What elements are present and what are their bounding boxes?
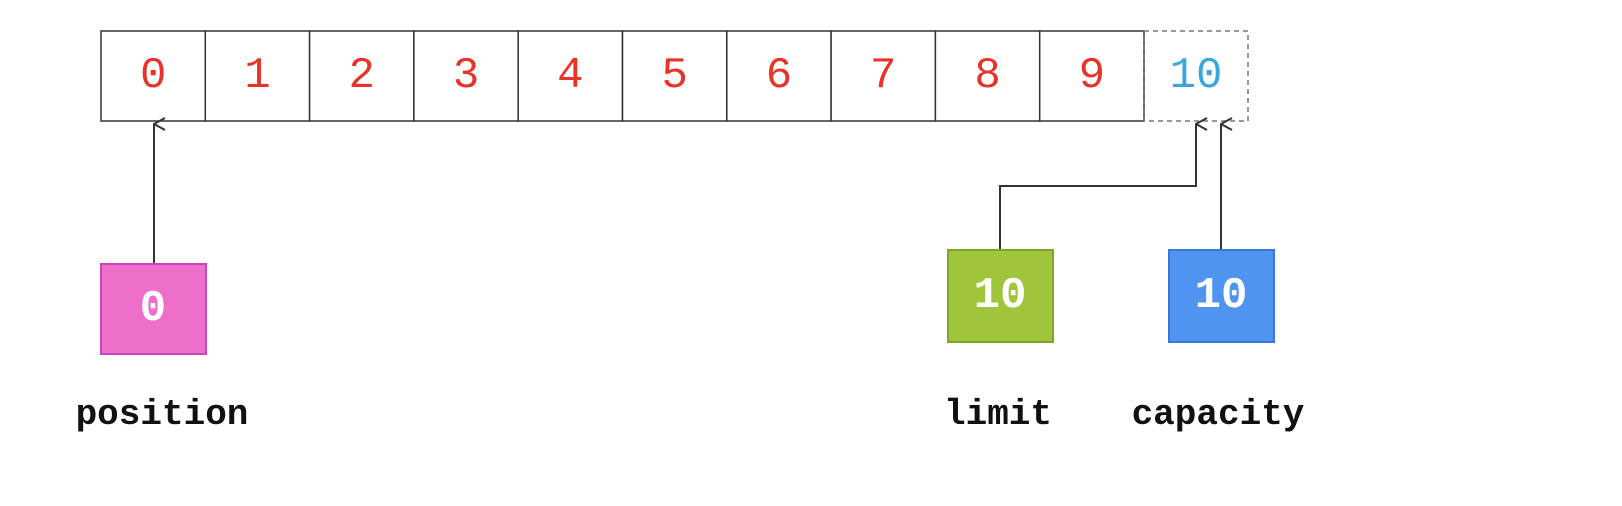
buffer-cell-label-4: 4 <box>557 51 583 101</box>
capacity-label: capacity <box>1132 394 1305 435</box>
buffer-cell-label-7: 7 <box>870 51 896 101</box>
limit-arrow <box>999 124 1196 250</box>
buffer-cell-8 <box>934 30 1041 122</box>
buffer-cell-label-3: 3 <box>453 51 479 101</box>
buffer-cell-1 <box>204 30 311 122</box>
extra-cell-label: 10 <box>1170 51 1223 101</box>
limit-value: 10 <box>974 271 1027 321</box>
buffer-cell-label-9: 9 <box>1079 51 1105 101</box>
buffer-extra-cell: 10 <box>1143 30 1249 122</box>
buffer-cell-0 <box>100 30 207 122</box>
position-value: 0 <box>140 284 166 334</box>
buffer-cell-label-0: 0 <box>140 51 166 101</box>
position-box <box>100 263 207 355</box>
buffer-cell-label-6: 6 <box>766 51 792 101</box>
buffer-cell-4 <box>517 30 624 122</box>
buffer-cell-label-8: 8 <box>974 51 1000 101</box>
buffer-cell-9 <box>1038 30 1145 122</box>
buffer-cell-label-5: 5 <box>661 51 687 101</box>
limit-pointer: 10 limit <box>944 249 1054 435</box>
buffer-cell-3 <box>413 30 519 122</box>
buffer-cell-2 <box>308 30 415 122</box>
buffer-cell-5 <box>621 30 728 122</box>
position-pointer: 0 position <box>76 263 249 435</box>
buffer-cell-label-2: 2 <box>349 51 375 101</box>
capacity-pointer: 10 capacity <box>1132 249 1305 435</box>
position-label: position <box>76 394 249 435</box>
buffer-cells: 0 1 2 3 4 5 6 7 8 9 <box>100 30 1145 122</box>
buffer-cell-6 <box>726 30 832 122</box>
limit-box <box>947 249 1054 343</box>
buffer-cell-label-1: 1 <box>244 51 270 101</box>
capacity-box <box>1168 249 1275 343</box>
buffer-cell-7 <box>830 30 937 122</box>
capacity-value: 10 <box>1195 271 1248 321</box>
limit-label: limit <box>944 394 1052 435</box>
